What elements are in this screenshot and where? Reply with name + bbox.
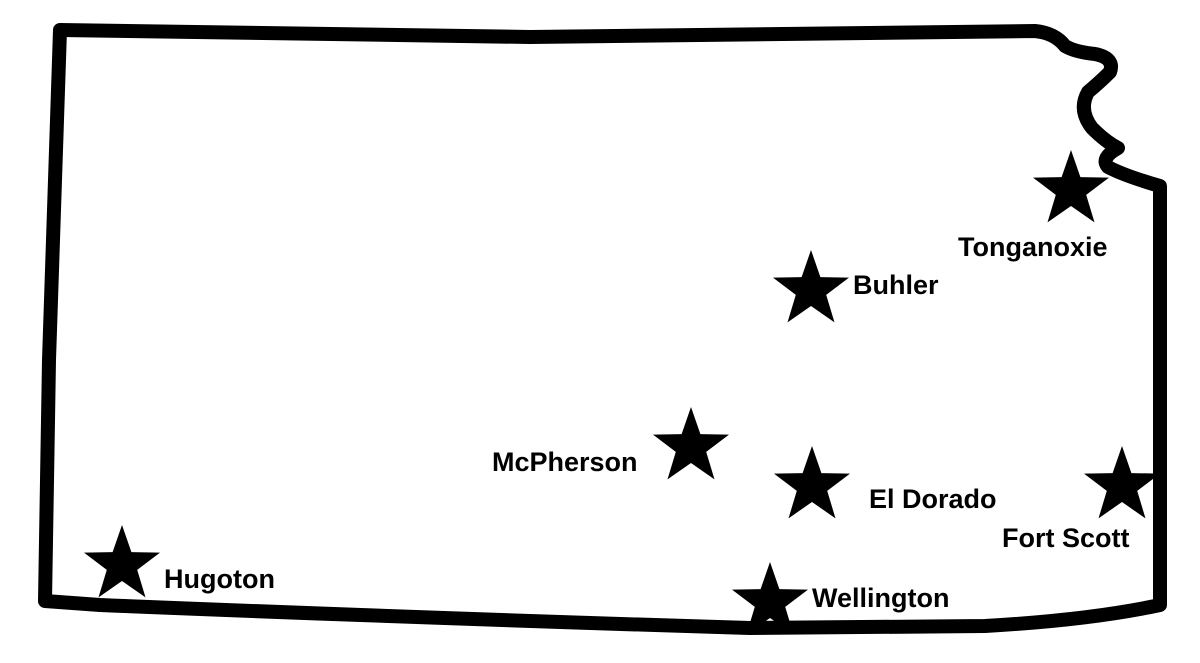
- city-buhler: Buhler: [773, 250, 939, 323]
- star-icon: [653, 407, 729, 480]
- city-label-mcpherson: McPherson: [492, 447, 638, 477]
- city-label-wellington: Wellington: [812, 583, 949, 613]
- star-icon: [84, 525, 160, 598]
- city-el-dorado: El Dorado: [774, 446, 997, 519]
- star-icon: [732, 562, 808, 635]
- city-label-el-dorado: El Dorado: [869, 484, 997, 514]
- city-fort-scott: Fort Scott: [1002, 446, 1160, 553]
- city-label-fort-scott: Fort Scott: [1002, 523, 1130, 553]
- city-label-hugoton: Hugoton: [164, 564, 275, 594]
- city-mcpherson: McPherson: [492, 407, 729, 480]
- city-label-buhler: Buhler: [853, 270, 939, 300]
- city-wellington: Wellington: [732, 562, 949, 635]
- star-icon: [773, 250, 849, 323]
- city-label-tonganoxie: Tonganoxie: [958, 232, 1108, 262]
- star-icon: [774, 446, 850, 519]
- city-tonganoxie: Tonganoxie: [958, 150, 1109, 262]
- star-icon: [1033, 150, 1109, 223]
- star-icon: [1084, 446, 1160, 519]
- state-outline: [38, 23, 1167, 635]
- city-hugoton: Hugoton: [84, 525, 275, 598]
